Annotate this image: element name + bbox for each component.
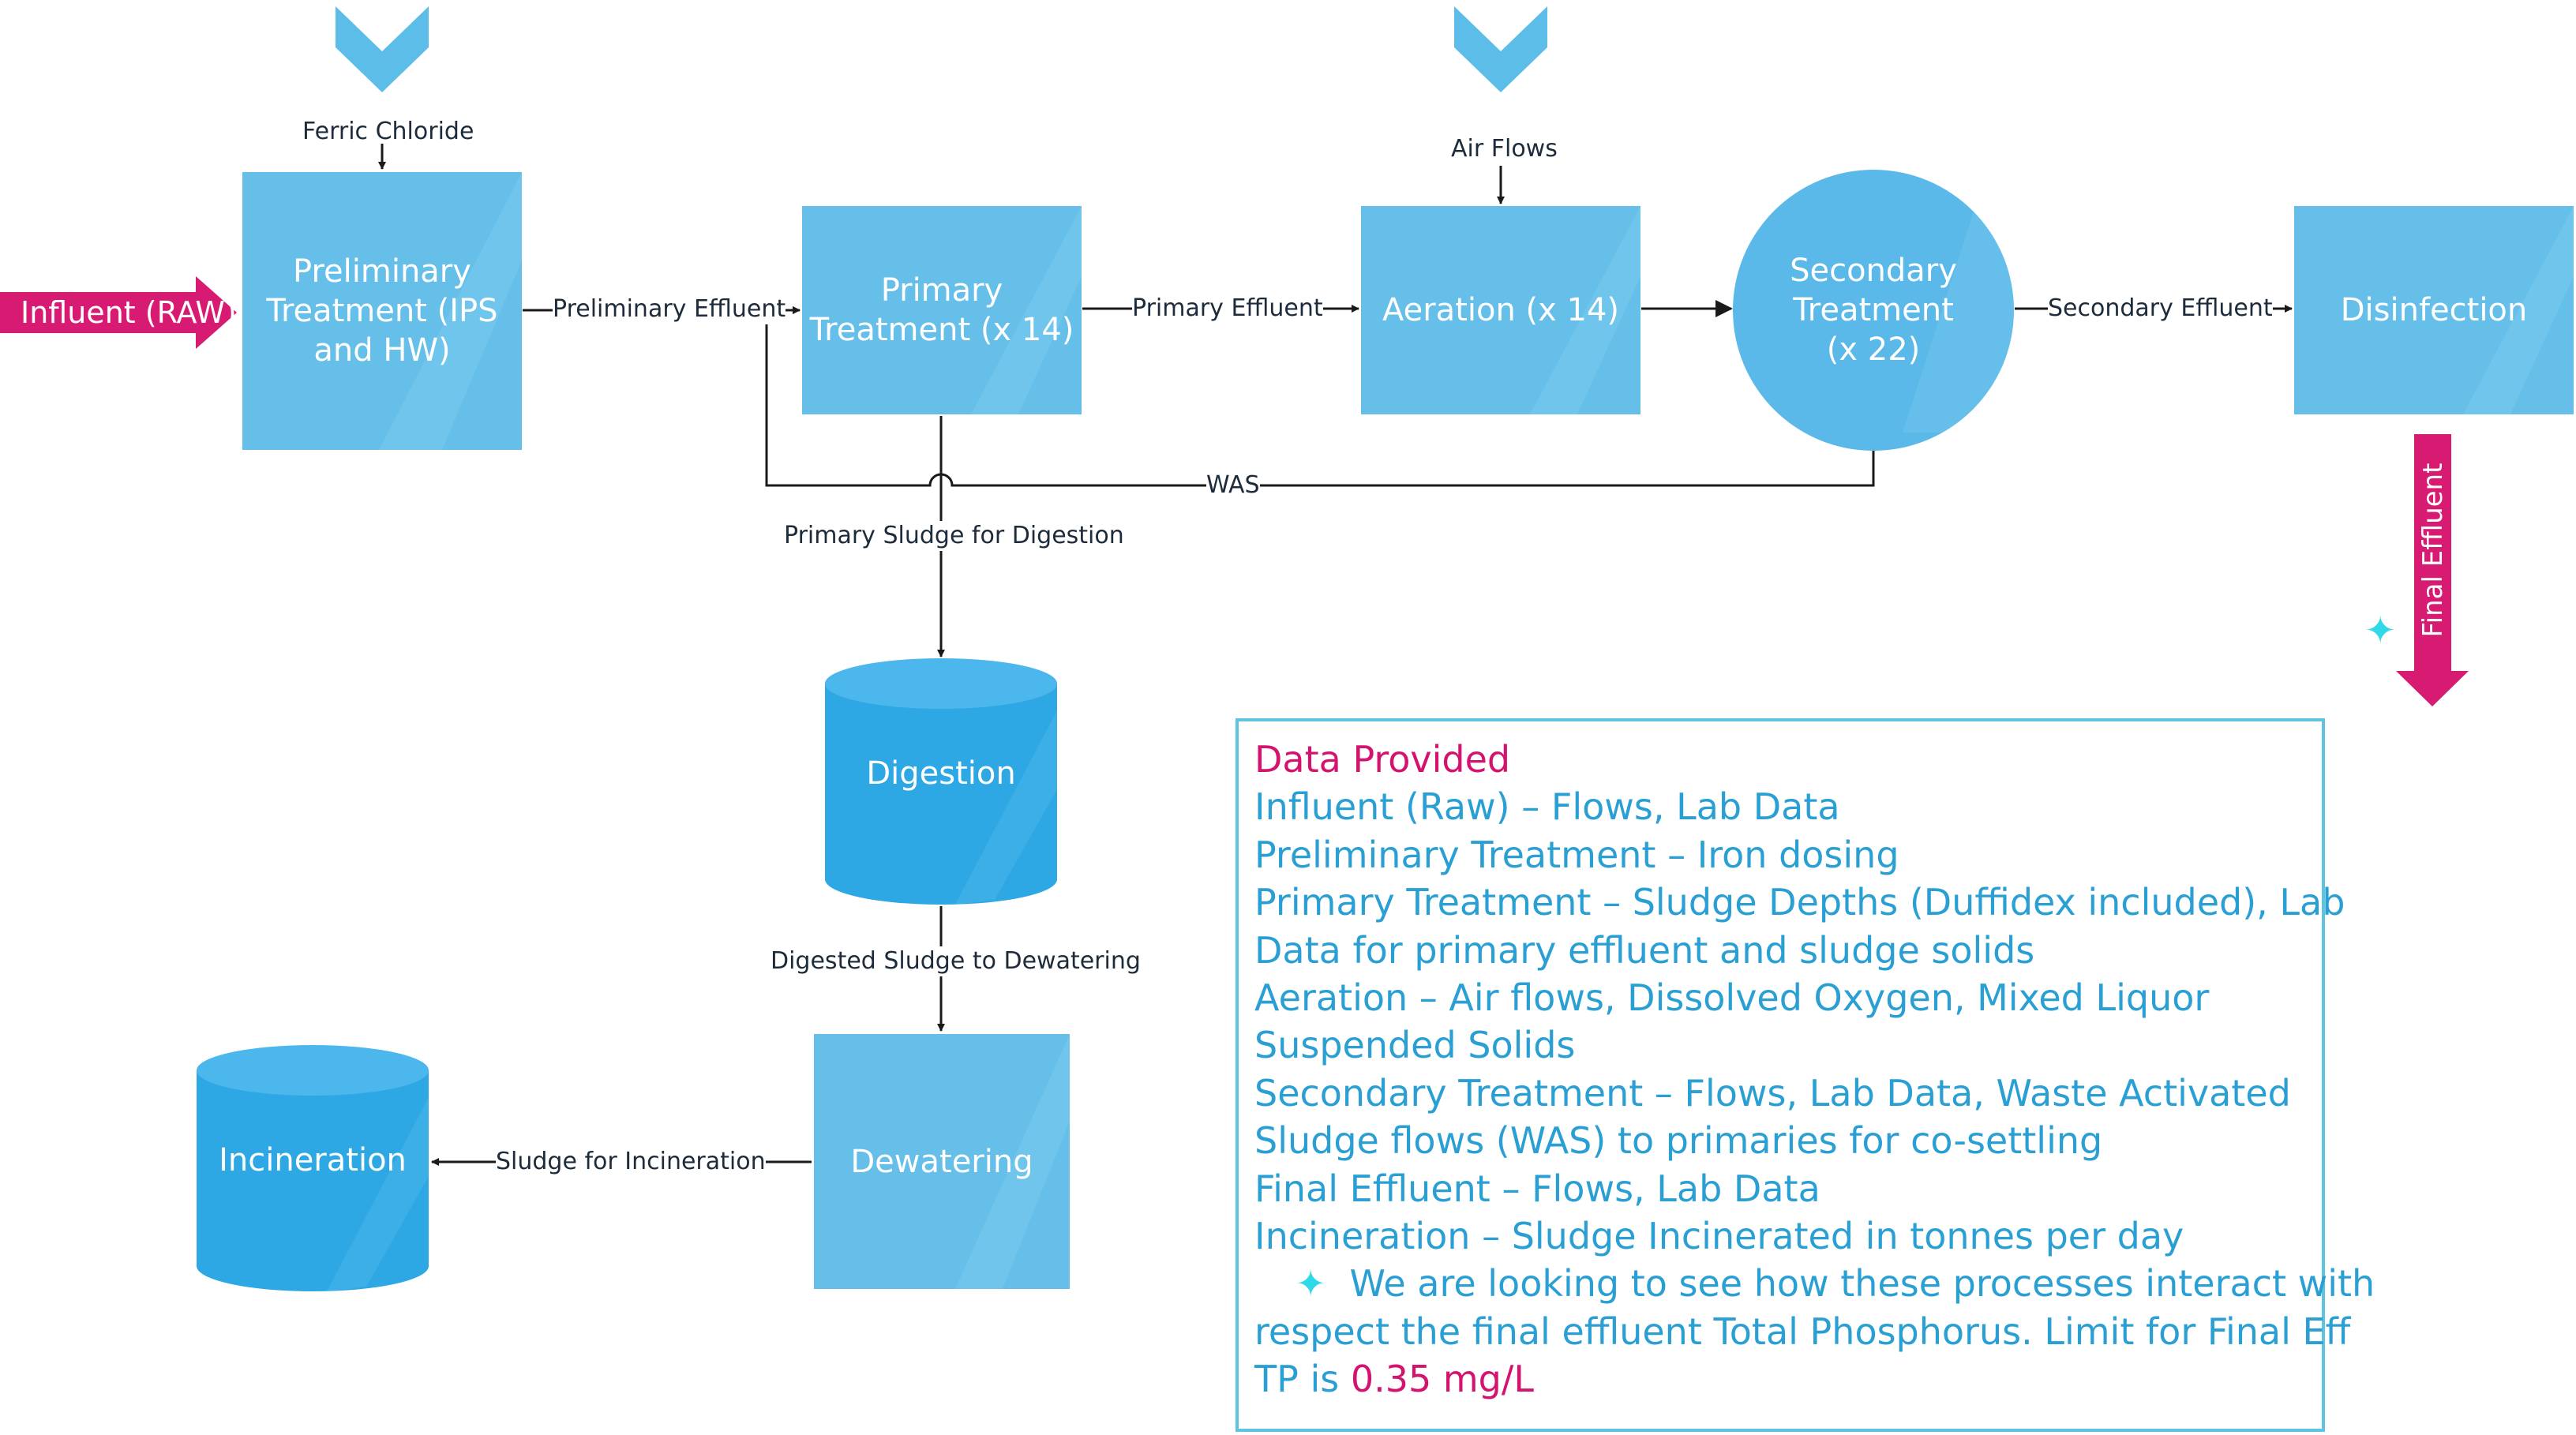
dewatering-label: Dewatering	[850, 1143, 1033, 1180]
note-sparkle-icon: ✦	[1295, 1262, 1326, 1306]
info-title: Data Provided	[1254, 738, 1511, 781]
primary-effluent-label: Primary Effluent	[1132, 294, 1323, 324]
ferric-chloride-chevron-icon	[336, 6, 429, 92]
incineration-box: Incineration	[197, 1097, 429, 1223]
secondary-treatment-circle: Secondary Treatment (x 22)	[1733, 170, 2014, 451]
disinfection-label: Disinfection	[2340, 292, 2528, 328]
dewatering-shape	[814, 1034, 1070, 1289]
info-line: Final Effluent – Flows, Lab Data	[1254, 1167, 1820, 1210]
aeration-shine	[1530, 206, 1640, 414]
info-note-text: We are looking to see how these processe…	[1349, 1262, 2375, 1306]
preliminary-effluent-label: Preliminary Effluent	[553, 294, 786, 324]
digestion-box: Digestion	[825, 710, 1057, 837]
air-flows-chevron-icon	[1454, 6, 1547, 92]
influent-arrow-shape	[0, 276, 237, 349]
was-label: WAS	[1206, 470, 1260, 500]
info-line: Primary Treatment – Sludge Depths (Duffi…	[1254, 881, 2345, 924]
info-note-line: ✦ We are looking to see how these process…	[1254, 1260, 2375, 1307]
info-line: Sludge flows (WAS) to primaries for co-s…	[1254, 1119, 2103, 1163]
primary-treatment-label: Primary Treatment (x 14)	[809, 272, 1074, 348]
info-line: Secondary Treatment – Flows, Lab Data, W…	[1254, 1071, 2291, 1115]
secondary-effluent-label: Secondary Effluent	[2048, 294, 2273, 324]
primary-shine	[971, 206, 1082, 414]
primary-sludge-label: Primary Sludge for Digestion	[784, 521, 1124, 551]
digestion-label: Digestion	[866, 755, 1016, 792]
disinfection-shine	[2463, 206, 2574, 414]
info-line: Influent (Raw) – Flows, Lab Data	[1254, 785, 1840, 829]
secondary-treatment-label: Secondary Treatment (x 22)	[1790, 253, 1957, 368]
info-note-line: respect the final effluent Total Phospho…	[1254, 1309, 2351, 1353]
disinfection-box: Disinfection	[2294, 206, 2574, 414]
dewatering-shine	[955, 1034, 1070, 1289]
incineration-label: Incineration	[219, 1142, 407, 1178]
aeration-shape	[1361, 206, 1640, 414]
ferric-chloride-label: Ferric Chloride	[302, 118, 474, 145]
aeration-label: Aeration (x 14)	[1382, 292, 1620, 328]
incineration-cylinder	[197, 1045, 429, 1291]
secondary-treatment-shape	[1733, 170, 2014, 451]
preliminary-treatment-shape	[242, 172, 522, 450]
final-effluent-arrow-shape	[2396, 434, 2469, 706]
final-effluent-label: Final Effluent	[2417, 463, 2449, 638]
sludge-incineration-label: Sludge for Incineration	[496, 1147, 766, 1177]
info-line: Incineration – Sludge Incinerated in ton…	[1254, 1215, 2184, 1258]
preliminary-treatment-label: Preliminary Treatment (IPS and HW)	[266, 253, 498, 369]
air-flows-label: Air Flows	[1451, 134, 1558, 164]
influent-label: Influent (RAW)	[21, 295, 237, 330]
info-line: Aeration – Air flows, Dissolved Oxygen, …	[1254, 976, 2210, 1020]
digested-sludge-label: Digested Sludge to Dewatering	[771, 946, 1141, 976]
primary-treatment-shape	[802, 206, 1082, 414]
info-tp-line: TP is 0.35 mg/L	[1254, 1355, 2306, 1403]
preliminary-treatment-box: Preliminary Treatment (IPS and HW)	[242, 172, 522, 450]
digestion-cylinder	[825, 658, 1057, 905]
info-line: Data for primary effluent and sludge sol…	[1254, 928, 2035, 972]
sparkle-icon: ✦	[2364, 610, 2397, 652]
data-provided-panel: Data Provided Influent (Raw) – Flows, La…	[1236, 718, 2375, 1432]
info-line: Preliminary Treatment – Iron dosing	[1254, 833, 1899, 876]
info-tp-value: 0.35 mg/L	[1350, 1358, 1535, 1401]
secondary-shine	[1903, 212, 2014, 433]
info-tp-prefix: TP is	[1254, 1358, 1351, 1401]
info-line: Suspended Solids	[1254, 1024, 1576, 1067]
dewatering-box: Dewatering	[814, 1034, 1070, 1289]
aeration-box: Aeration (x 14)	[1361, 206, 1640, 414]
preliminary-shine	[379, 172, 522, 450]
primary-treatment-box: Primary Treatment (x 14)	[802, 206, 1082, 414]
disinfection-shape	[2294, 206, 2574, 414]
